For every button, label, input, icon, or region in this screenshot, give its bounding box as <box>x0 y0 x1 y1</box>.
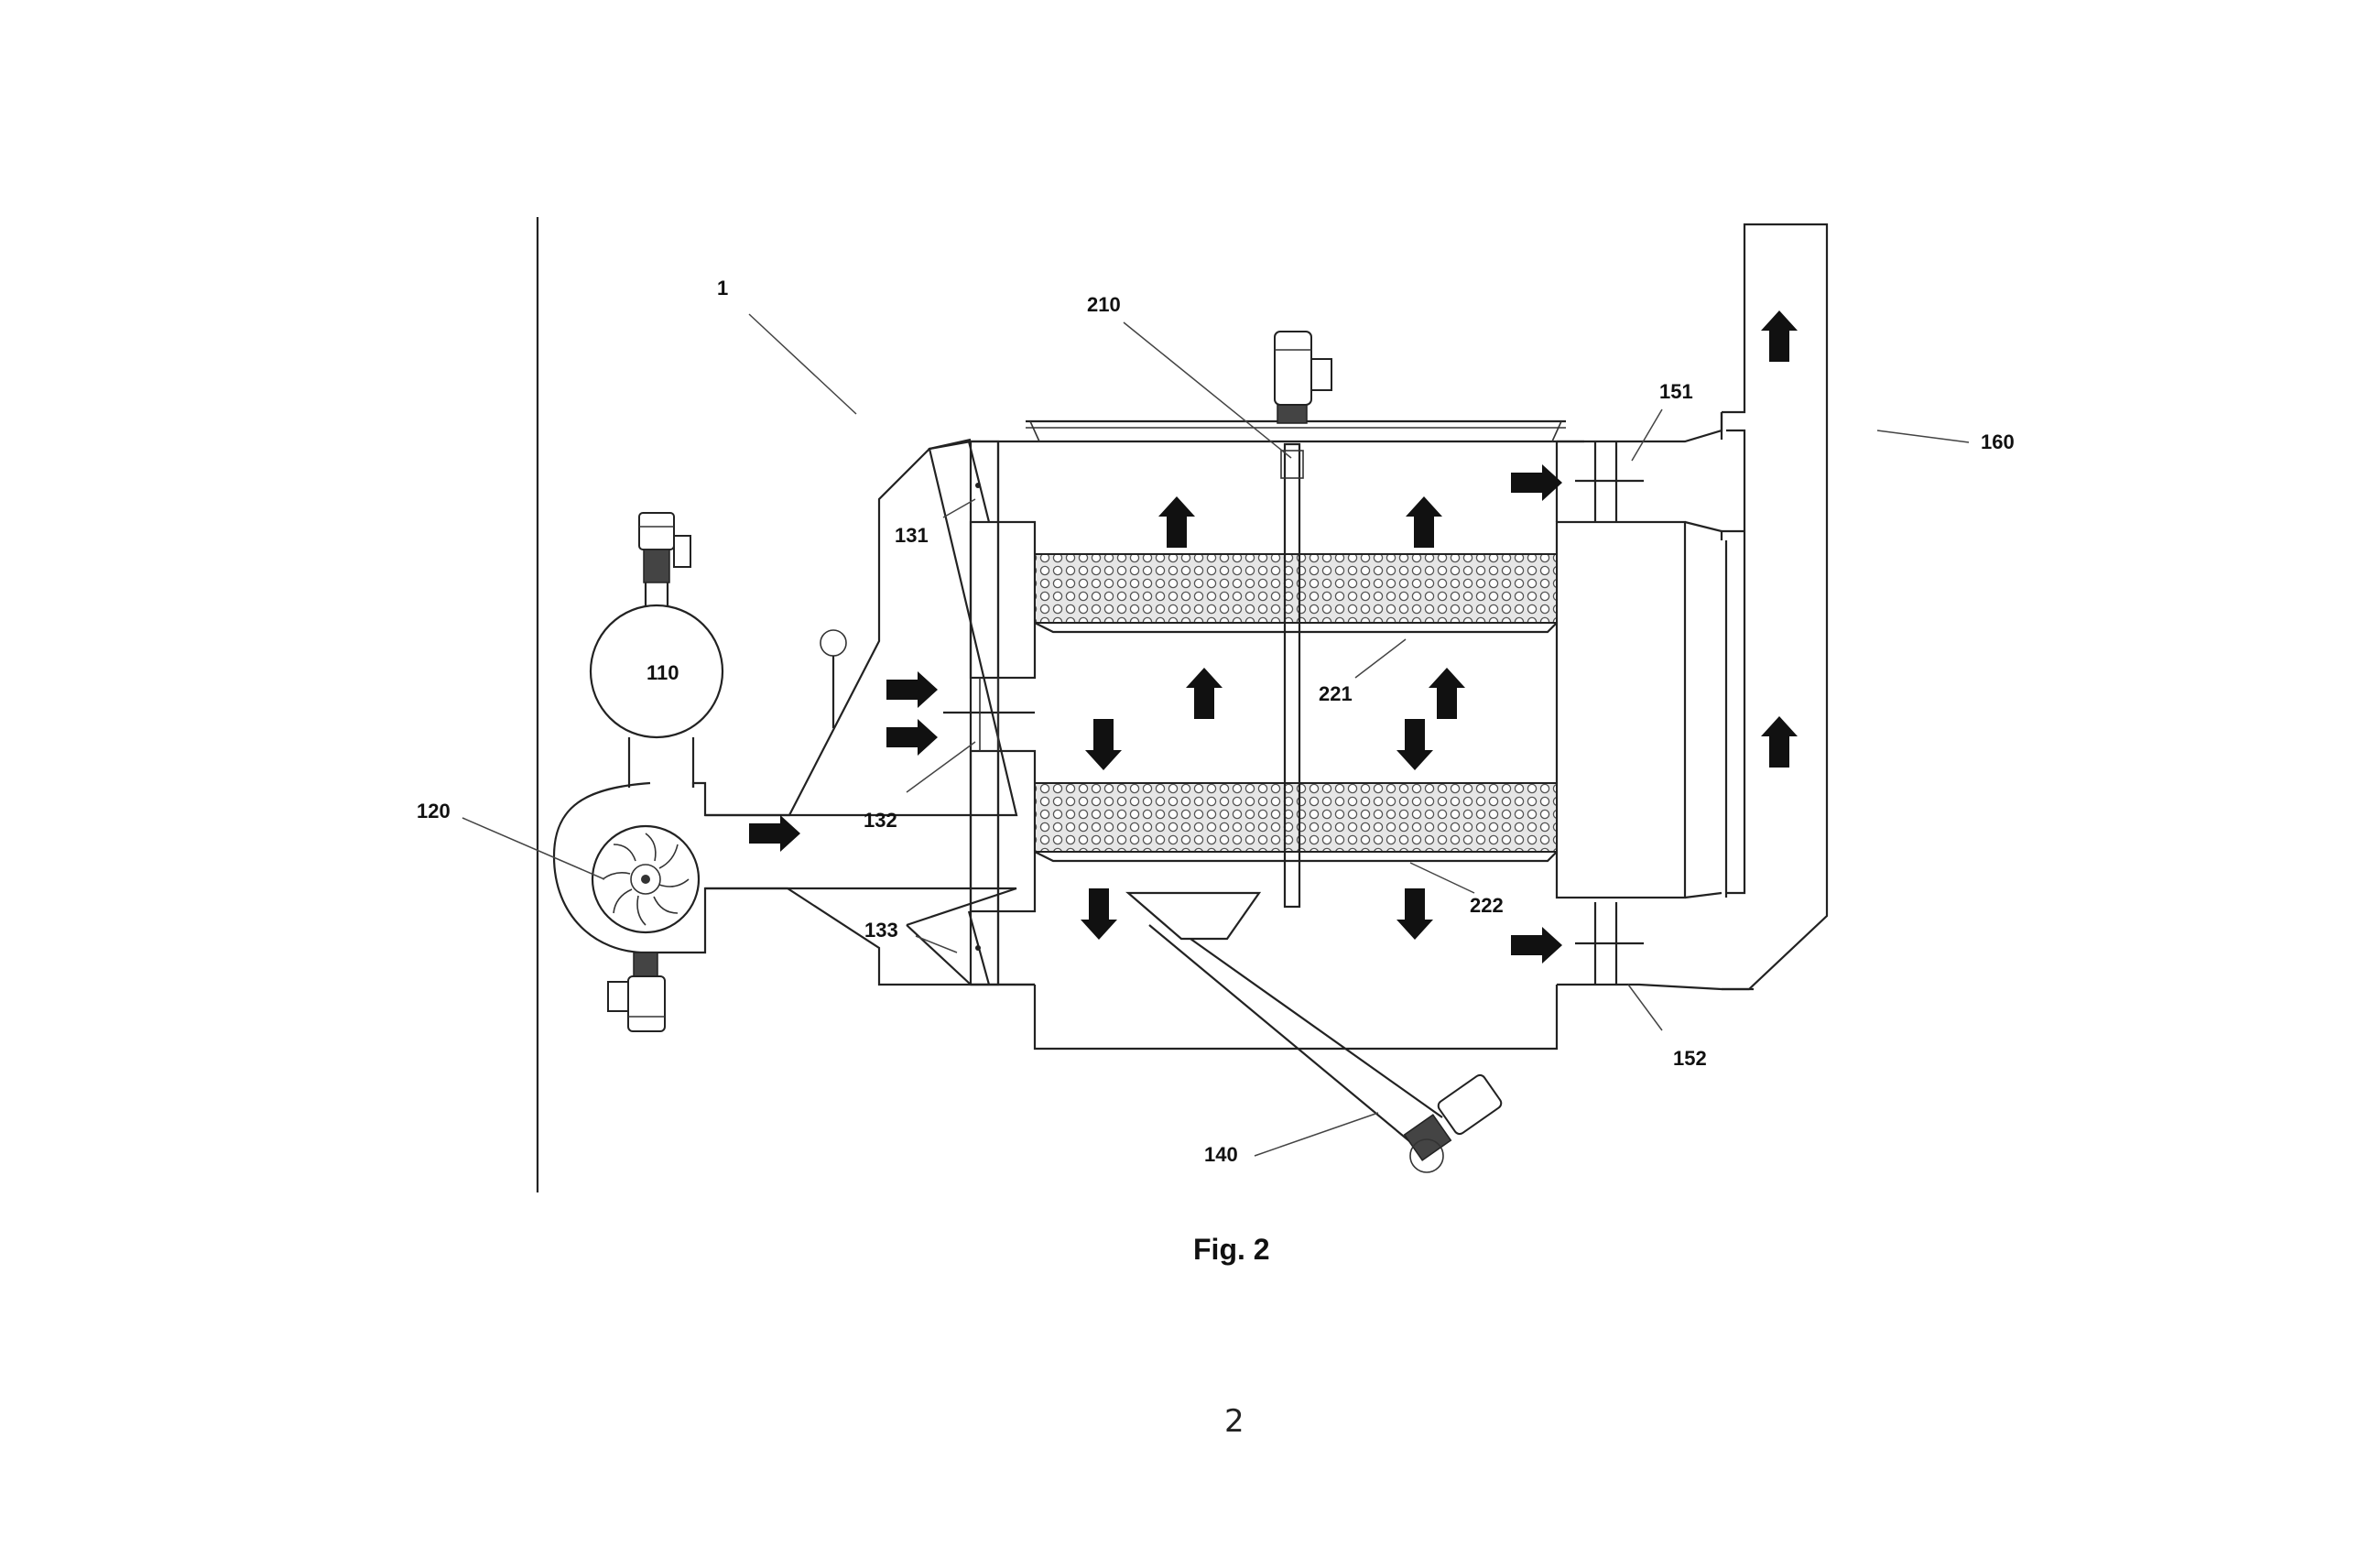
damper-133 <box>967 910 991 985</box>
leader-lines <box>462 313 1970 1157</box>
outlet-damper-151 <box>1575 441 1644 522</box>
label-222: 222 <box>1470 894 1504 917</box>
screw-conveyor-140 <box>1125 891 1503 1173</box>
page-number: 2 <box>1224 1403 1244 1440</box>
filter-bed-222 <box>1034 782 1558 863</box>
agitator-210 <box>1274 331 1332 909</box>
outlet-duct <box>1557 412 1754 991</box>
figure-caption: Fig. 2 <box>1193 1233 1270 1266</box>
fan-120 <box>552 781 1016 954</box>
label-140: 140 <box>1204 1143 1238 1166</box>
label-131: 131 <box>895 524 929 547</box>
label-132: 132 <box>864 809 897 832</box>
arrow-down-icon <box>1396 888 1433 940</box>
main-chamber <box>969 419 1687 1051</box>
label-210: 210 <box>1087 293 1121 316</box>
filter-bed-221 <box>1034 553 1558 634</box>
label-110: 110 <box>647 661 679 684</box>
label-221: 221 <box>1319 682 1353 705</box>
housing-110 <box>589 583 724 788</box>
fan-motor-icon <box>607 952 666 1032</box>
arrow-down-icon <box>1081 888 1117 940</box>
arrow-up-icon <box>1429 668 1465 719</box>
label-160: 160 <box>1981 430 2015 453</box>
label-151: 151 <box>1659 380 1693 403</box>
outlet-damper-152 <box>1575 902 1644 985</box>
arrow-right-icon <box>1511 927 1562 964</box>
arrow-up-icon <box>1158 496 1195 548</box>
arrow-down-icon <box>1085 719 1122 770</box>
label-152: 152 <box>1673 1047 1707 1070</box>
gauge-icon <box>820 629 847 728</box>
arrow-right-icon <box>1511 464 1562 501</box>
inlet-duct-lower <box>705 887 971 986</box>
label-120: 120 <box>417 800 451 822</box>
arrow-up-icon <box>1186 668 1223 719</box>
arrow-right-icon <box>886 719 938 756</box>
arrow-up-icon <box>1761 310 1798 362</box>
label-133: 133 <box>864 919 898 942</box>
stack-160 <box>1720 223 1829 991</box>
arrow-up-icon <box>1761 716 1798 768</box>
damper-132 <box>943 678 1035 751</box>
housing-motor-icon <box>638 512 691 583</box>
damper-131 <box>967 441 991 523</box>
label-1: 1 <box>717 277 728 299</box>
arrow-up-icon <box>1406 496 1442 548</box>
flow-arrows <box>749 310 1798 964</box>
arrow-down-icon <box>1396 719 1433 770</box>
inlet-duct-upper <box>705 440 972 817</box>
arrow-right-icon <box>886 671 938 708</box>
arrow-right-icon <box>749 815 800 852</box>
